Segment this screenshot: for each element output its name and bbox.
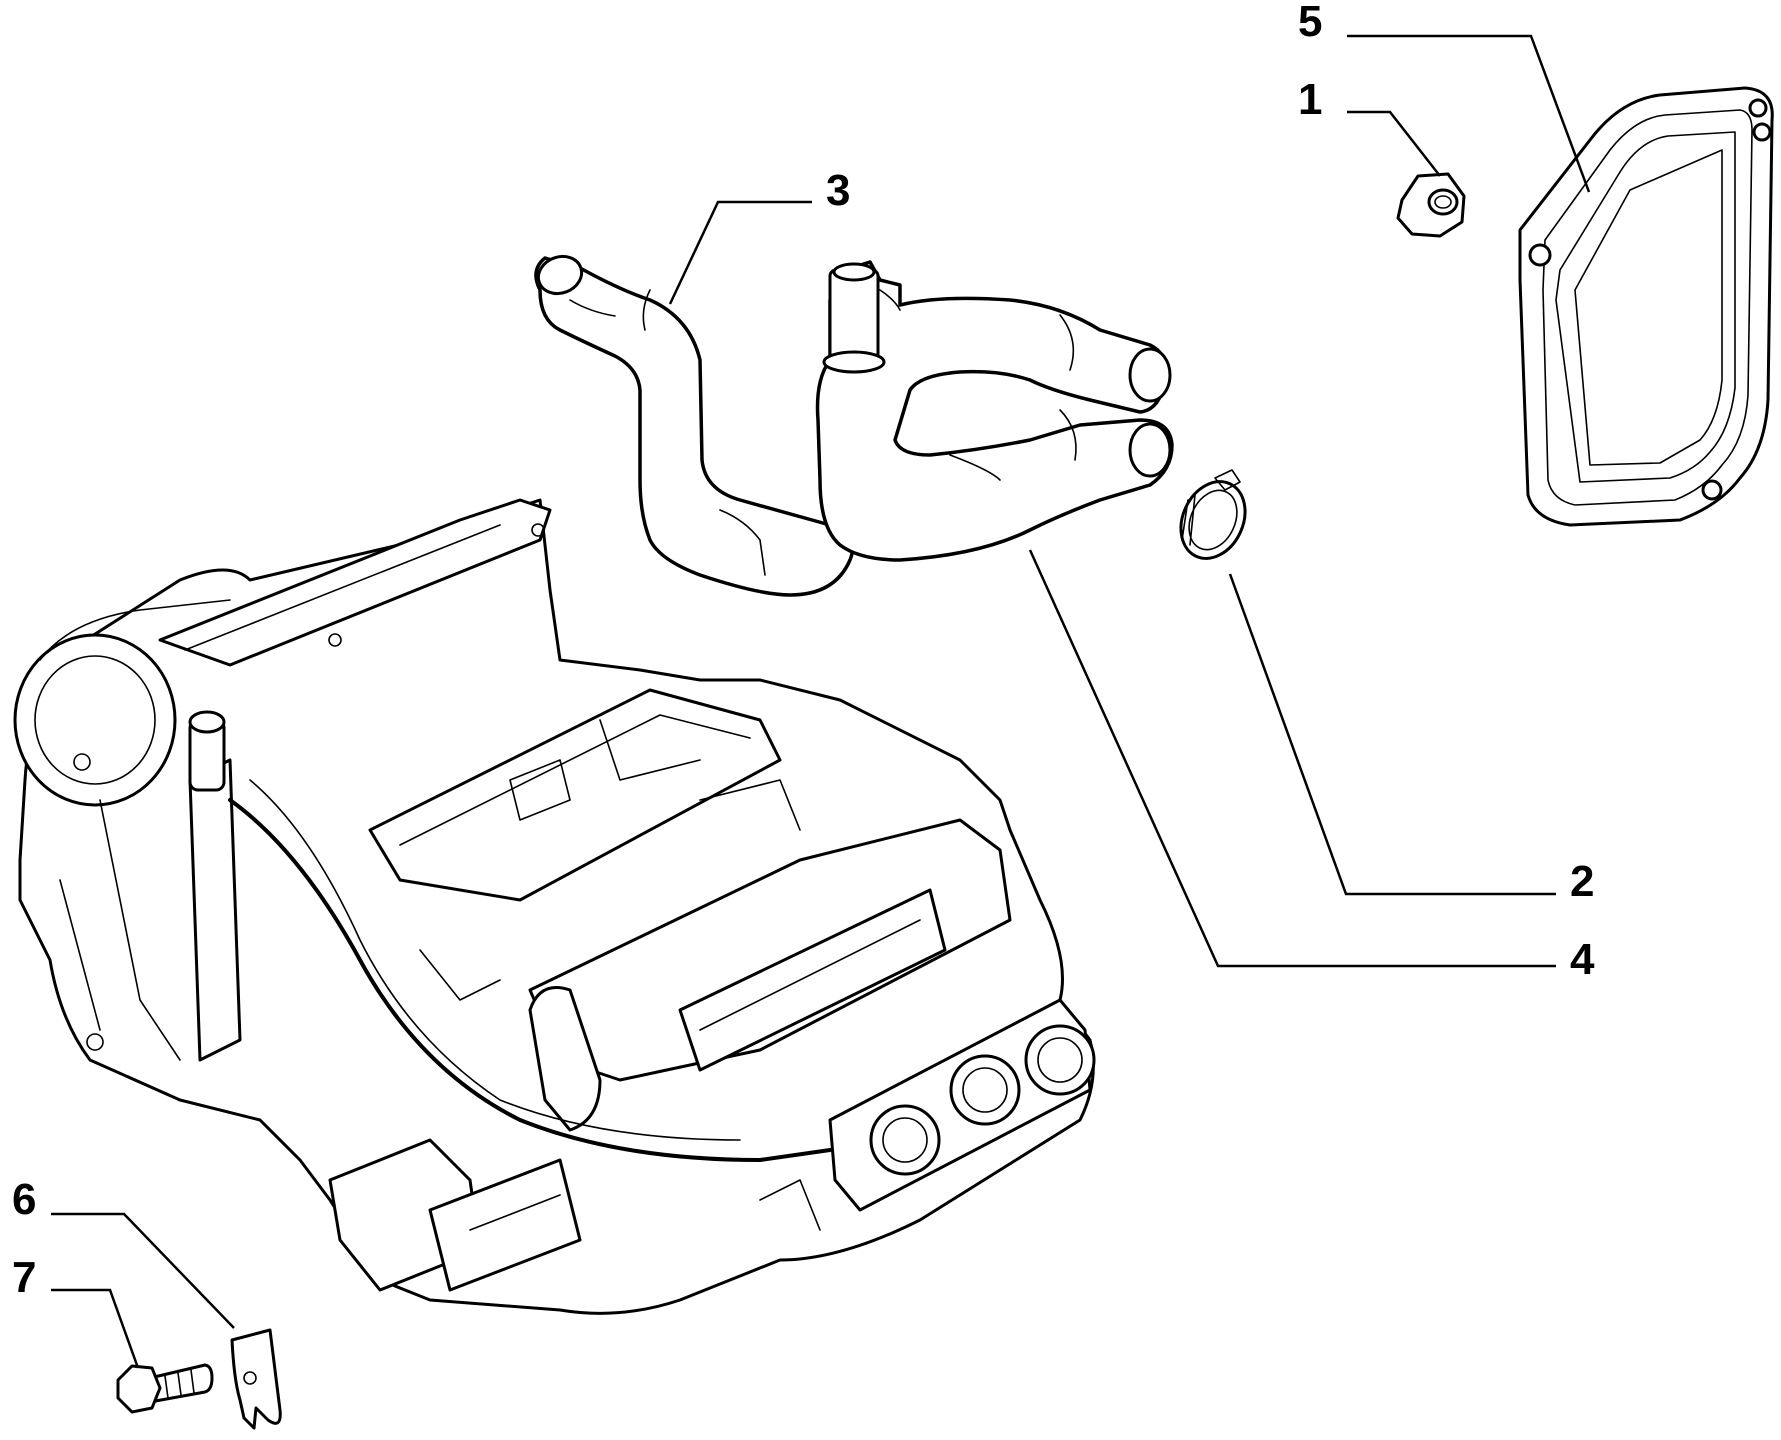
leader-4 <box>1028 549 1556 968</box>
leader-7 <box>51 1288 140 1369</box>
leader-lines <box>51 34 1591 1369</box>
leader-5 <box>1347 34 1591 193</box>
callout-3: 3 <box>826 166 850 215</box>
gasket-plate <box>1518 86 1774 527</box>
callout-6: 6 <box>12 1175 36 1224</box>
heater-hose-left <box>534 254 855 597</box>
hex-bolt <box>116 1363 214 1414</box>
callout-5: 5 <box>1298 0 1322 46</box>
leader-3 <box>668 200 812 305</box>
bracket-clip <box>230 1328 282 1430</box>
hex-nut <box>1396 172 1466 238</box>
callout-1: 1 <box>1298 75 1322 124</box>
callout-7: 7 <box>12 1253 36 1302</box>
leader-1 <box>1347 110 1441 177</box>
callout-4: 4 <box>1570 935 1595 984</box>
heater-hose-right <box>815 260 1174 562</box>
hvac-unit <box>13 498 1096 1315</box>
leader-2 <box>1228 573 1556 896</box>
hose-clamp <box>1179 469 1247 560</box>
leader-6 <box>51 1212 235 1329</box>
callout-2: 2 <box>1570 857 1594 906</box>
callout-labels: 5 1 3 2 4 6 7 <box>12 0 1595 1302</box>
